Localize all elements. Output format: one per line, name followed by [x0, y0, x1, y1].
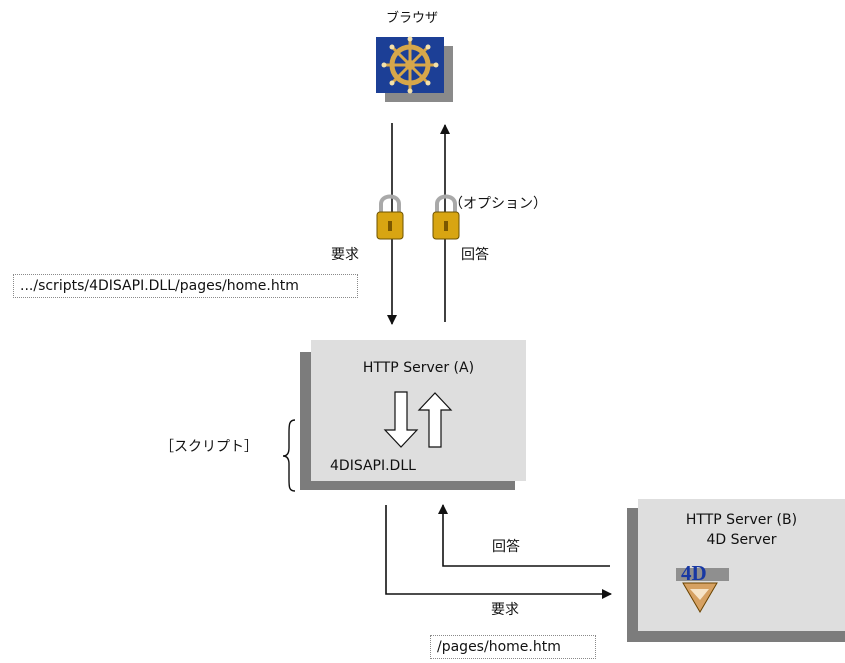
4d-logo-icon: 4D	[676, 561, 729, 613]
ships-wheel-icon	[376, 36, 453, 102]
server-b-title-line1: HTTP Server (B)	[685, 512, 798, 528]
svg-text:4D: 4D	[681, 561, 707, 585]
bottom-response-label: 回答	[492, 539, 520, 555]
server-b-response-arrow	[438, 504, 610, 567]
script-down-arrow	[383, 391, 419, 448]
browser-label: ブラウザ	[386, 11, 439, 26]
request-label: 要求	[331, 247, 359, 263]
padlock-icon	[376, 194, 404, 240]
server-a-title: HTTP Server (A)	[362, 360, 475, 376]
script-label: ［スクリプト］	[160, 439, 258, 455]
option-label: （オプション）	[449, 196, 547, 212]
server-b-title-line2: 4D Server	[706, 532, 777, 548]
request-url-box: .../scripts/4DISAPI.DLL/pages/home.htm	[13, 274, 358, 298]
padlock-icon	[432, 194, 460, 240]
bottom-request-url-box: /pages/home.htm	[430, 635, 596, 659]
script-up-arrow	[417, 392, 453, 448]
server-a-module: 4DISAPI.DLL	[330, 458, 416, 474]
script-brace	[282, 419, 296, 492]
server-b-box	[638, 499, 845, 631]
server-b-request-arrow	[385, 505, 612, 599]
response-label: 回答	[461, 247, 489, 263]
bottom-request-label: 要求	[491, 602, 519, 618]
